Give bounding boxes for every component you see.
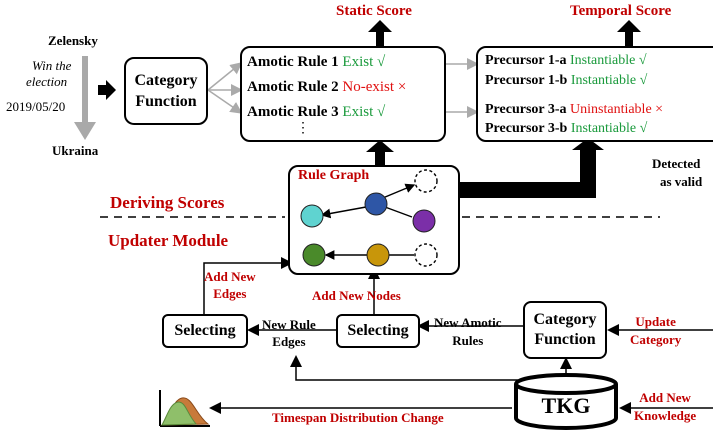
precursor-1b: Precursor 1-b Instantiable √ <box>485 73 647 89</box>
precursor-box: Precursor 1-a Instantiable √ Precursor 1… <box>476 46 713 142</box>
update-category-line2: Category <box>630 332 682 347</box>
amotic-rule-2-status: No-exist × <box>342 79 407 95</box>
add-new-knowledge-line1: Add New <box>639 390 691 405</box>
category-to-rule1-line <box>207 62 243 91</box>
graph-edge-3 <box>384 206 413 218</box>
precursor-3a-status: Uninstantiable × <box>570 102 664 117</box>
new-rule-edges-label: New Rule Edges <box>262 316 316 350</box>
timespan-change-label: Timespan Distribution Change <box>272 410 444 425</box>
precursor-1b-name: Precursor 1-b <box>485 73 568 88</box>
category-function-top-line1: Category <box>134 72 198 89</box>
tkg-label: TKG <box>541 393 591 418</box>
add-new-knowledge-label: Add New Knowledge <box>634 389 696 425</box>
category-function-top: Category Function <box>124 57 208 125</box>
selecting-right-box: Selecting <box>336 314 420 348</box>
static-score-label: Static Score <box>336 3 412 19</box>
updater-module-label: Updater Module <box>108 231 229 250</box>
add-new-knowledge-line2: Knowledge <box>634 408 697 423</box>
graph-node-cyan <box>300 204 324 228</box>
precursor-3b-name: Precursor 3-b <box>485 121 568 136</box>
amotic-rule-1-name: Amotic Rule 1 <box>247 54 339 70</box>
new-rule-edges-line1: New Rule <box>262 317 316 332</box>
amotic-rule-3-name: Amotic Rule 3 <box>247 104 339 120</box>
graph-node-gold <box>366 243 390 267</box>
precursor-3a: Precursor 3-a Uninstantiable × <box>485 102 663 118</box>
rule-graph-box: Rule Graph <box>288 165 460 275</box>
add-new-edges-line2: Edges <box>213 286 247 301</box>
category-function-top-line2: Function <box>135 93 197 110</box>
static-score-arrow <box>368 20 392 48</box>
input-gray-arrow <box>74 56 96 140</box>
timespan-distribution-icon <box>159 390 210 427</box>
precursor-1a-name: Precursor 1-a <box>485 53 567 68</box>
temporal-score-label: Temporal Score <box>570 3 672 19</box>
graph-node-dashed-bottom <box>414 243 438 267</box>
detected-line2: as valid <box>660 174 703 189</box>
category-to-rule3-line <box>207 89 243 114</box>
new-rule-edges-line2: Edges <box>272 334 306 349</box>
update-category-line1: Update <box>635 314 676 329</box>
selecting-left-box: Selecting <box>162 314 248 348</box>
temporal-score-arrow <box>617 20 641 48</box>
category-function-bottom-line1: Category <box>533 311 597 328</box>
add-new-nodes-label: Add New Nodes <box>312 288 401 303</box>
amotic-ellipsis: ⋮ <box>296 121 310 136</box>
tkg-cylinder <box>514 373 618 430</box>
category-function-bottom: Category Function <box>523 301 607 359</box>
precursor-1a-status: Instantiable √ <box>570 53 647 68</box>
category-function-bottom-line2: Function <box>534 331 596 348</box>
amotic-rule-1: Amotic Rule 1 Exist √ <box>247 54 385 71</box>
new-amotic-rules-label: New Amotic Rules <box>434 314 502 350</box>
add-new-edges-line1: Add New <box>204 269 256 284</box>
graph-to-rules-arrow <box>366 140 394 166</box>
amotic-rule-2-name: Amotic Rule 2 <box>247 79 339 95</box>
rule-graph-svg <box>300 169 438 267</box>
amotic-rule-3-status: Exist √ <box>342 104 386 120</box>
new-amotic-rules-line2: Rules <box>452 333 484 348</box>
tkg-to-edges-arrow <box>290 355 518 381</box>
fact-object: Ukraina <box>52 143 99 158</box>
input-to-category-arrow <box>98 80 116 100</box>
fact-date: 2019/05/20 <box>6 99 66 114</box>
deriving-scores-label: Deriving Scores <box>110 193 225 212</box>
precursor-3b: Precursor 3-b Instantiable √ <box>485 121 647 137</box>
fact-subject: Zelensky <box>48 33 98 48</box>
amotic-rule-2: Amotic Rule 2 No-exist × <box>247 79 406 96</box>
graph-node-dashed-top <box>414 169 438 193</box>
add-new-edges-label: Add New Edges <box>204 268 256 302</box>
graph-node-purple <box>412 209 436 233</box>
graph-node-green <box>302 243 326 267</box>
precursor-3b-status: Instantiable √ <box>570 121 648 136</box>
graph-edge-2 <box>320 206 367 219</box>
detected-line1: Detected <box>652 156 701 171</box>
precursor-1b-status: Instantiable √ <box>570 73 648 88</box>
graph-to-precursor-arrow <box>460 138 604 198</box>
fact-relation-line2: election <box>26 74 68 89</box>
new-amotic-rules-line1: New Amotic <box>434 315 502 330</box>
precursor-1a: Precursor 1-a Instantiable √ <box>485 53 647 69</box>
amotic-rules-box: Amotic Rule 1 Exist √ Amotic Rule 2 No-e… <box>240 46 446 142</box>
precursor-3a-name: Precursor 3-a <box>485 102 567 117</box>
update-category-label: Update Category <box>630 313 681 349</box>
amotic-rule-3: Amotic Rule 3 Exist √ <box>247 104 385 121</box>
graph-node-blue <box>364 192 388 216</box>
selecting-to-graph-edges-arrow <box>203 257 293 318</box>
amotic-rule-1-status: Exist √ <box>342 54 386 70</box>
fact-relation-line1: Win the <box>32 58 72 73</box>
rule-graph-title: Rule Graph <box>298 168 370 183</box>
